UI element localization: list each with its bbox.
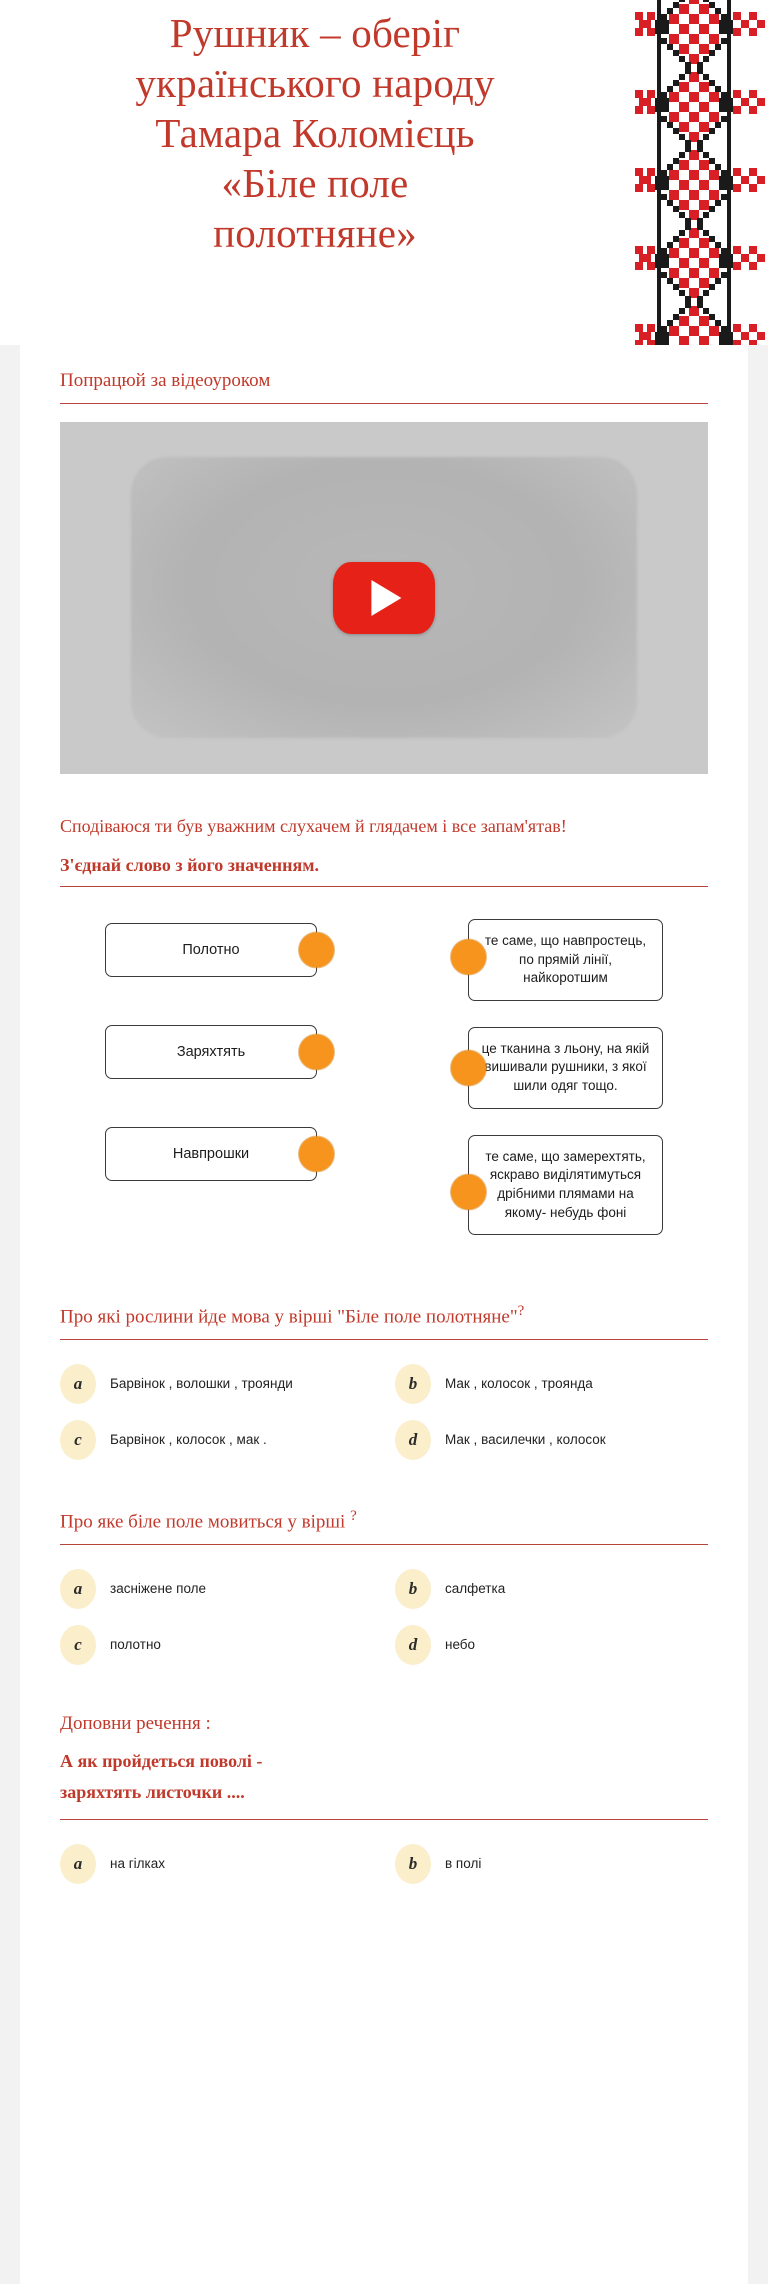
match-connector-dot[interactable] (451, 939, 486, 975)
title-line-5: полотняне» (213, 210, 417, 257)
intro-text: Сподіваюся ти був уважним слухачем й гля… (60, 815, 567, 836)
match-connector-dot[interactable] (451, 1050, 486, 1086)
match-connector-dot[interactable] (451, 1174, 486, 1210)
quiz-question-text: Про які рослини йде мова у вірші "Біле п… (60, 1306, 518, 1328)
quiz-question-title: Про яке біле поле мовиться у вірші ? (60, 1506, 708, 1544)
question-mark: ? (517, 1303, 525, 1320)
quiz-options: a засніжене поле b салфетка c полотно d … (60, 1563, 708, 1666)
quiz-option[interactable]: a на гілках (60, 1843, 373, 1884)
quiz-option[interactable]: c Барвінок , колосок , мак . (60, 1420, 373, 1461)
quiz-option[interactable]: d небо (395, 1625, 708, 1666)
option-label: небо (445, 1637, 476, 1653)
title-line-1: Рушник – оберіг (169, 10, 461, 56)
quiz-options: a на гілках b в полі (60, 1838, 708, 1884)
match-connector-dot[interactable] (299, 1034, 334, 1070)
match-word-label: Навпрошки (172, 1145, 250, 1162)
quiz-options: a Барвінок , волошки , троянди b Мак , к… (60, 1358, 708, 1461)
sentence-line-1: А як пройдеться поволі - (60, 1750, 263, 1771)
video-player[interactable] (60, 421, 708, 774)
match-definition-card[interactable]: те саме, що замерехтять, яскраво виділят… (451, 1134, 663, 1236)
option-label: в полі (445, 1855, 482, 1871)
quiz-option[interactable]: b салфетка (395, 1569, 708, 1610)
quiz-block-complete-sentence: Доповни речення : А як пройдеться поволі… (60, 1711, 708, 1884)
page-title: Рушник – оберіг українського народу Тама… (0, 8, 630, 258)
match-word-card[interactable]: Навпрошки (105, 1126, 334, 1181)
option-badge-b: b (395, 1569, 431, 1610)
play-button-icon[interactable] (333, 561, 435, 634)
quiz-question-title: Про які рослини йде мова у вірші "Біле п… (60, 1301, 708, 1339)
title-line-4: «Біле поле (221, 160, 409, 207)
match-connector-dot[interactable] (299, 1136, 334, 1172)
quiz-question-text: Про яке біле поле мовиться у вірші (60, 1511, 346, 1533)
option-label: Барвінок , волошки , троянди (110, 1376, 293, 1392)
quiz-option[interactable]: a засніжене поле (60, 1569, 373, 1610)
option-badge-c: c (60, 1420, 96, 1461)
match-word-label: Полотно (182, 941, 240, 958)
question-mark: ? (350, 1508, 357, 1525)
match-connector-dot[interactable] (299, 932, 334, 968)
section-divider (60, 885, 708, 887)
quiz-question-title: Доповни речення : (60, 1713, 211, 1735)
match-definition-text: це тканина з льону, на якій вишивали руш… (481, 1040, 650, 1094)
option-label: засніжене поле (110, 1581, 207, 1597)
matching-words-column: Полотно Заряхтять Навпрошки (105, 919, 334, 1235)
matching-exercise: Полотно Заряхтять Навпрошки те саме, що … (60, 905, 708, 1255)
section-divider (60, 1818, 708, 1820)
ukrainian-embroidery-border (635, 0, 768, 345)
section-divider (60, 1339, 708, 1341)
option-badge-a: a (60, 1364, 96, 1405)
option-badge-d: d (395, 1625, 431, 1666)
match-word-card[interactable]: Полотно (105, 922, 334, 977)
option-badge-b: b (395, 1364, 431, 1405)
section-divider (60, 402, 708, 404)
quiz-block-white-field: Про яке біле поле мовиться у вірші ? a з… (60, 1506, 708, 1666)
option-label: салфетка (445, 1581, 506, 1597)
option-label: Мак , колосок , троянда (445, 1376, 593, 1392)
option-badge-c: c (60, 1625, 96, 1666)
quiz-option[interactable]: b Мак , колосок , троянда (395, 1364, 708, 1405)
content-sheet: Попрацюй за відеоуроком Сподіваюся ти бу… (20, 345, 748, 2284)
page-header-banner: Рушник – оберіг українського народу Тама… (0, 0, 768, 345)
match-word-card[interactable]: Заряхтять (105, 1024, 334, 1079)
matching-instruction: З'єднай слово з його значенням. (60, 854, 319, 875)
option-badge-a: a (60, 1569, 96, 1610)
option-label: Мак , василечки , колосок (445, 1432, 606, 1448)
option-label: Барвінок , колосок , мак . (110, 1432, 267, 1448)
match-definition-text: те саме, що навпростець, по прямій лінії… (484, 932, 647, 986)
quiz-option[interactable]: c полотно (60, 1625, 373, 1666)
quiz-option[interactable]: a Барвінок , волошки , троянди (60, 1364, 373, 1405)
quiz-option[interactable]: d Мак , василечки , колосок (395, 1420, 708, 1461)
match-word-label: Заряхтять (176, 1043, 246, 1060)
section-divider (60, 1544, 708, 1546)
option-badge-d: d (395, 1420, 431, 1461)
play-triangle-icon (371, 579, 402, 616)
match-definition-card[interactable]: те саме, що навпростець, по прямій лінії… (451, 918, 663, 1001)
option-badge-a: a (60, 1843, 96, 1884)
quiz-block-plants: Про які рослини йде мова у вірші "Біле п… (60, 1301, 708, 1461)
option-badge-b: b (395, 1843, 431, 1884)
video-section-heading: Попрацюй за відеоуроком (60, 370, 271, 391)
option-label: на гілках (110, 1855, 165, 1871)
match-definition-card[interactable]: це тканина з льону, на якій вишивали руш… (451, 1026, 663, 1109)
title-line-3: Тамара Коломієць (155, 110, 475, 157)
title-line-2: українського народу (135, 60, 495, 107)
sentence-line-2: заряхтять листочки .... (60, 1782, 245, 1803)
matching-definitions-column: те саме, що навпростець, по прямій лінії… (451, 918, 663, 1236)
option-label: полотно (110, 1637, 161, 1653)
match-definition-text: те саме, що замерехтять, яскраво виділят… (485, 1148, 646, 1220)
quiz-option[interactable]: b в полі (395, 1843, 708, 1884)
